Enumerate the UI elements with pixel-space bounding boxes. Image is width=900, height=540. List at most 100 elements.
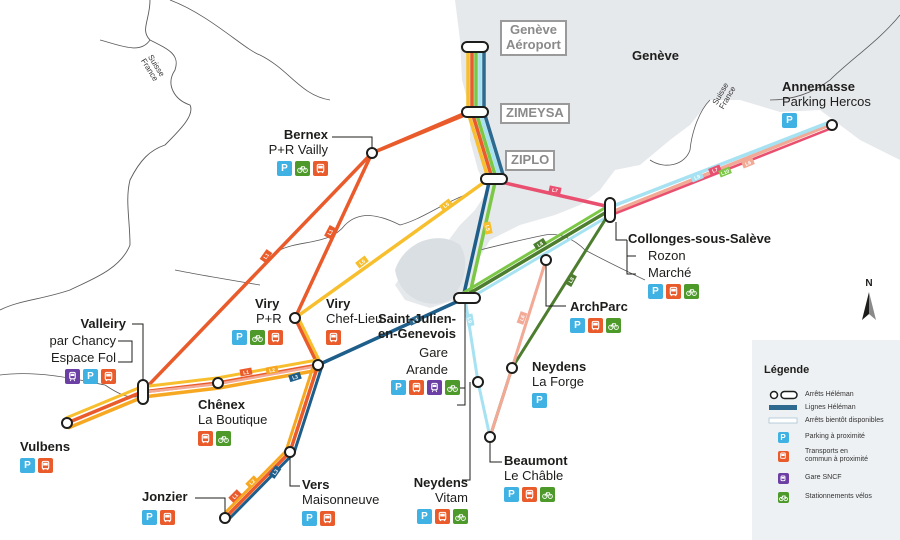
service-icons: P xyxy=(232,329,283,345)
parking-icon: P xyxy=(302,510,317,526)
line-l10-ziplo xyxy=(467,177,498,299)
svg-text:L10: L10 xyxy=(720,168,730,177)
station-sub: Gare xyxy=(419,344,448,360)
bus-icon xyxy=(198,430,213,446)
line-badge-l5: L5 xyxy=(439,198,453,212)
stop-archparc[interactable] xyxy=(540,254,552,266)
line-badge-l1: L1 xyxy=(239,367,253,377)
stop-saint-julien[interactable] xyxy=(453,292,481,304)
legend: Légende Arrêts Héléman Lignes Héléman Ar… xyxy=(752,340,900,540)
station-name: ArchParc xyxy=(570,299,628,314)
bus-icon xyxy=(160,509,175,525)
bike-icon xyxy=(250,329,265,345)
stop-beaumont[interactable] xyxy=(484,431,496,443)
station-viry-pr[interactable]: Viry P+R P xyxy=(232,296,283,345)
station-name: Bernex xyxy=(283,127,328,142)
station-sub: La Forge xyxy=(532,373,585,389)
line-badge-l2: L2 xyxy=(245,475,259,489)
bike-icon xyxy=(606,317,621,333)
svg-text:L3: L3 xyxy=(272,468,280,476)
bike-icon xyxy=(445,379,460,395)
bike-icon xyxy=(453,508,468,524)
service-icons: P xyxy=(302,510,379,526)
stop-valleiry[interactable] xyxy=(137,379,149,405)
line-badge-l6: L6 xyxy=(516,311,528,325)
service-icons: P xyxy=(648,283,771,299)
line-l7 xyxy=(491,178,611,209)
station-name: Chênex xyxy=(198,397,245,412)
line-badge-l2: L2 xyxy=(265,365,279,375)
line-badge-l1: L1 xyxy=(324,225,336,239)
station-valleiry[interactable]: Valleiry par Chancy Espace Fol P xyxy=(22,316,126,384)
line-badge-l4: L4 xyxy=(408,314,422,326)
line-l10-east xyxy=(462,204,609,295)
stop-neydens-vitam[interactable] xyxy=(472,376,484,388)
station-jonzier[interactable]: Jonzier P xyxy=(142,489,188,525)
station-vers[interactable]: Vers Maisonneuve P xyxy=(302,477,379,526)
line-badge-l7: L7 xyxy=(708,164,722,176)
line-l4-west xyxy=(317,296,466,367)
station-collonges[interactable]: Collonges-sous-Salève Rozon Marché P xyxy=(628,231,771,299)
line-badge-l1: L1 xyxy=(259,249,273,263)
stop-jonzier[interactable] xyxy=(219,512,231,524)
station-vulbens[interactable]: Vulbens P xyxy=(20,439,70,473)
station-annemasse[interactable]: Annemasse Parking Hercos P xyxy=(782,79,871,128)
stop-viry-pr[interactable] xyxy=(289,312,301,324)
stop-annemasse[interactable] xyxy=(826,119,838,131)
bus-icon xyxy=(268,329,283,345)
station-beaumont[interactable]: Beaumont Le Châble P xyxy=(504,453,568,502)
station-name: Beaumont xyxy=(504,453,568,468)
station-name: Neydens xyxy=(532,359,587,374)
stop-ziplo[interactable] xyxy=(480,173,508,185)
station-neydens-vitam[interactable]: Neydens Vitam P xyxy=(400,475,468,524)
hub-zimeysa[interactable]: ZIMEYSA xyxy=(500,103,570,124)
service-icons: P xyxy=(250,160,328,176)
legend-item-transit: Transports en commun à proximité xyxy=(766,448,875,464)
compass: N xyxy=(862,278,876,320)
line-l5-yellow xyxy=(293,176,492,320)
line-badge-l10: L10 xyxy=(718,166,732,178)
station-name: Saint-Julien- xyxy=(377,311,456,326)
station-name: Annemasse xyxy=(782,79,855,94)
bus-icon xyxy=(777,450,789,462)
leader-lines xyxy=(118,136,636,513)
stop-zimeysa[interactable] xyxy=(461,106,489,118)
station-bernex[interactable]: Bernex P+R Vailly P xyxy=(250,127,328,176)
station-archparc[interactable]: ArchParc P xyxy=(570,299,628,333)
service-icons xyxy=(198,430,267,446)
parking-icon: P xyxy=(648,283,663,299)
parking-icon: P xyxy=(504,486,519,502)
hub-name-2: Aéroport xyxy=(506,36,561,52)
stop-geneve-aeroport[interactable] xyxy=(461,41,489,53)
line-l4-ziplo xyxy=(461,177,492,299)
stop-neydens-forge[interactable] xyxy=(506,362,518,374)
stop-vers[interactable] xyxy=(284,446,296,458)
hub-geneve-aeroport[interactable]: Genève Aéroport xyxy=(500,20,567,56)
station-sub-2: Espace Fol xyxy=(50,349,116,365)
line-l6-south xyxy=(488,259,548,438)
parking-icon: P xyxy=(277,160,292,176)
line-badge-l7: L7 xyxy=(548,185,562,195)
station-sub: P+R Vailly xyxy=(268,141,328,157)
stop-vulbens[interactable] xyxy=(61,417,73,429)
stop-collonges[interactable] xyxy=(604,197,616,223)
station-sub: Vitam xyxy=(435,489,468,505)
station-neydens-forge[interactable]: Neydens La Forge P xyxy=(532,359,587,408)
stop-chenex[interactable] xyxy=(212,377,224,389)
hub-ziplo[interactable]: ZIPLO xyxy=(505,150,556,171)
line-badge-l8: L8 xyxy=(565,273,577,287)
stop-viry-cl[interactable] xyxy=(312,359,324,371)
train-icon xyxy=(65,368,80,384)
station-chenex[interactable]: Chênex La Boutique xyxy=(198,397,267,446)
service-icons: P xyxy=(532,392,586,408)
bike-icon xyxy=(295,160,310,176)
svg-text:L5: L5 xyxy=(483,225,490,232)
svg-text:L6: L6 xyxy=(745,160,753,168)
bus-icon xyxy=(435,508,450,524)
station-viry-cl[interactable]: Viry Chef-Lieu xyxy=(326,296,382,345)
terrain-line xyxy=(279,194,466,251)
station-saint-julien[interactable]: Saint-Julien- en-Genevois Gare Arande P xyxy=(370,311,460,395)
parking-icon: P xyxy=(532,392,547,408)
stop-bernex[interactable] xyxy=(366,147,378,159)
